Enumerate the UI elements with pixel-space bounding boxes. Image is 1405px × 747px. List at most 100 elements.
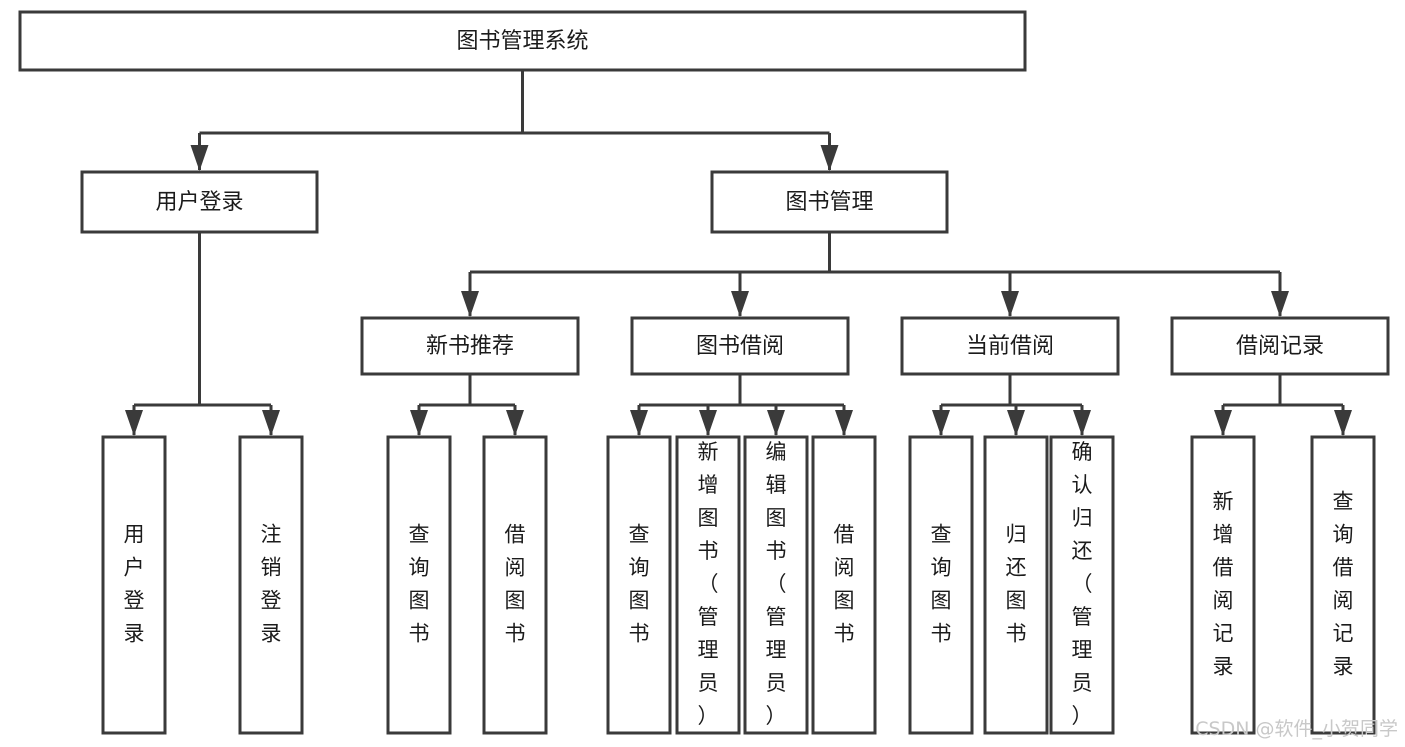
node-leaf-查询图书-4-label-char: 查: [629, 523, 650, 547]
arrow-head-icon: [1073, 410, 1091, 436]
arrow-head-icon: [630, 410, 648, 436]
node-leaf-归还图书-9-rect[interactable]: [983, 435, 1049, 735]
node-leaf-用户登录-0-label-char: 录: [124, 622, 145, 646]
node-leaf-用户登录-0-label-char: 户: [124, 556, 145, 580]
connector-layer: [125, 70, 1352, 436]
node-leaf-查询图书-2-label-char: 图: [409, 589, 430, 613]
node-level2-用户登录[interactable]: 用户登录: [80, 170, 319, 234]
node-leaf-借阅图书-3-label-char: 图: [505, 589, 526, 613]
node-leaf-查询图书-4-label-char: 书: [629, 622, 650, 646]
node-leaf-借阅图书-7-label-char: 图: [834, 589, 855, 613]
node-leaf-查询图书-8-label-char: 询: [931, 556, 952, 580]
node-leaf-确认归还管理员-10-label-char: ）: [1072, 704, 1093, 728]
node-leaf-新增借阅记录-11-label-char: 录: [1213, 655, 1234, 679]
node-leaf-借阅图书-3-rect[interactable]: [482, 435, 548, 735]
node-leaf-确认归还管理员-10-rect[interactable]: [1049, 435, 1115, 735]
node-leaf-编辑图书管理员-6-label-char: 理: [766, 638, 787, 662]
node-root-图书管理系统-rect[interactable]: [18, 10, 1027, 72]
node-leaf-注销登录-1-label-char: 录: [261, 622, 282, 646]
node-level3-当前借阅-rect[interactable]: [900, 316, 1120, 376]
node-leaf-新增借阅记录-11-label-char: 阅: [1213, 589, 1234, 613]
node-leaf-借阅图书-7-label-char: 阅: [834, 556, 855, 580]
node-leaf-查询图书-8-label-char: 书: [931, 622, 952, 646]
node-level3-借阅记录[interactable]: 借阅记录: [1170, 316, 1390, 376]
node-leaf-查询图书-8-label-char: 查: [931, 523, 952, 547]
node-leaf-归还图书-9-label-char: 书: [1006, 622, 1027, 646]
node-leaf-借阅图书-3-label-char: 阅: [505, 556, 526, 580]
node-leaf-用户登录-0[interactable]: 用户登录: [101, 435, 167, 735]
node-level2-图书管理-rect[interactable]: [710, 170, 949, 234]
node-leaf-注销登录-1-label-char: 登: [261, 589, 282, 613]
node-leaf-查询图书-8-rect[interactable]: [908, 435, 974, 735]
node-level3-新书推荐[interactable]: 新书推荐: [360, 316, 580, 376]
node-level3-图书借阅-label: 图书借阅: [696, 334, 784, 359]
node-level3-当前借阅-label: 当前借阅: [966, 334, 1054, 359]
node-level3-借阅记录-rect[interactable]: [1170, 316, 1390, 376]
node-level3-当前借阅[interactable]: 当前借阅: [900, 316, 1120, 376]
node-level2-图书管理[interactable]: 图书管理: [710, 170, 949, 234]
node-leaf-新增图书管理员-5-rect[interactable]: [675, 435, 741, 735]
node-leaf-查询借阅记录-12-label-char: 录: [1333, 655, 1354, 679]
node-leaf-新增借阅记录-11-label-char: 记: [1213, 622, 1234, 646]
node-leaf-编辑图书管理员-6-label-char: ）: [766, 704, 787, 728]
node-leaf-注销登录-1-rect[interactable]: [238, 435, 304, 735]
csdn-watermark: CSDN @软件_小贺同学: [1195, 718, 1398, 740]
node-leaf-查询借阅记录-12-label-char: 阅: [1333, 589, 1354, 613]
node-leaf-借阅图书-7-rect[interactable]: [811, 435, 877, 735]
arrow-head-icon: [410, 410, 428, 436]
node-leaf-归还图书-9-label-char: 图: [1006, 589, 1027, 613]
node-leaf-查询图书-4-label-char: 询: [629, 556, 650, 580]
node-level3-新书推荐-rect[interactable]: [360, 316, 580, 376]
node-leaf-新增图书管理员-5-label-char: ）: [698, 704, 719, 728]
node-leaf-借阅图书-3-label-char: 借: [505, 523, 526, 547]
node-leaf-编辑图书管理员-6-label-char: 管: [766, 605, 787, 629]
arrow-head-icon: [767, 410, 785, 436]
node-leaf-查询图书-2-label-char: 询: [409, 556, 430, 580]
node-leaf-查询图书-8-label-char: 图: [931, 589, 952, 613]
arrow-head-icon: [125, 410, 143, 436]
node-leaf-查询借阅记录-12-rect[interactable]: [1310, 435, 1376, 735]
arrow-head-icon: [461, 291, 479, 317]
node-leaf-确认归还管理员-10-label-char: 确: [1072, 440, 1093, 464]
arrow-head-icon: [731, 291, 749, 317]
node-root-图书管理系统[interactable]: 图书管理系统: [18, 10, 1027, 72]
node-leaf-借阅图书-3-label-char: 书: [505, 622, 526, 646]
arrow-head-icon: [932, 410, 950, 436]
node-leaf-新增借阅记录-11-label-char: 新: [1213, 490, 1234, 514]
node-leaf-用户登录-0-rect[interactable]: [101, 435, 167, 735]
node-leaf-查询图书-2-label-char: 书: [409, 622, 430, 646]
node-level2-用户登录-rect[interactable]: [80, 170, 319, 234]
node-leaf-编辑图书管理员-6-label-char: 员: [766, 671, 787, 695]
arrow-head-icon: [506, 410, 524, 436]
arrow-head-icon: [835, 410, 853, 436]
node-leaf-新增图书管理员-5-label-char: 管: [698, 605, 719, 629]
node-leaf-查询图书-4-rect[interactable]: [606, 435, 672, 735]
node-layer: 图书管理系统用户登录图书管理新书推荐图书借阅当前借阅借阅记录用户登录注销登录查询…: [18, 10, 1390, 735]
arrow-head-icon: [1271, 291, 1289, 317]
arrow-head-icon: [262, 410, 280, 436]
node-level3-图书借阅[interactable]: 图书借阅: [630, 316, 850, 376]
node-leaf-新增图书管理员-5-label-char: （: [698, 572, 719, 596]
node-leaf-查询图书-2-rect[interactable]: [386, 435, 452, 735]
node-leaf-确认归还管理员-10-label-char: 还: [1072, 539, 1093, 563]
node-leaf-编辑图书管理员-6-rect[interactable]: [743, 435, 809, 735]
node-leaf-编辑图书管理员-6-label-char: 编: [766, 440, 787, 464]
node-leaf-新增借阅记录-11-rect[interactable]: [1190, 435, 1256, 735]
node-level2-图书管理-label: 图书管理: [785, 190, 873, 215]
arrow-head-icon: [1007, 410, 1025, 436]
node-root-图书管理系统-label: 图书管理系统: [456, 29, 588, 54]
node-level3-图书借阅-rect[interactable]: [630, 316, 850, 376]
